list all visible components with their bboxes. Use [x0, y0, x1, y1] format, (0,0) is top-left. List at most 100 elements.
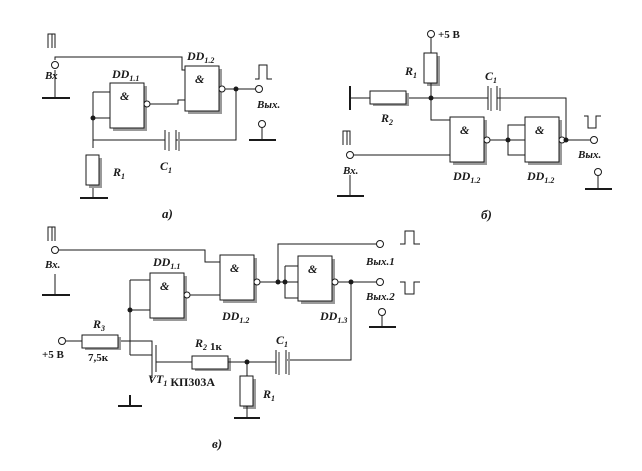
gate-dd12-right-symbol: & [535, 123, 545, 137]
resistor-r2-label: R2 [380, 111, 393, 127]
wire [129, 279, 150, 330]
gate-dd12-right-label: DD1.2 [526, 169, 554, 185]
resistor-r3-label: R3 [92, 317, 105, 333]
diagram-b-caption: б) [481, 207, 492, 222]
wire [284, 265, 298, 299]
gate-dd11-inverter-bubble [143, 100, 151, 108]
junction-dot [127, 307, 133, 313]
input-pulse-icon [47, 226, 56, 241]
junction-dot [244, 359, 250, 365]
resistor-r3 [81, 334, 119, 349]
output-pulse-icon [255, 64, 272, 80]
resistor-r2 [191, 355, 229, 370]
gate-dd11-label: DD1.1 [111, 67, 139, 83]
supply-terminal [427, 30, 435, 38]
output-ground-terminal [594, 168, 602, 176]
output-ground-terminal [258, 120, 266, 128]
capacitor-c1 [275, 350, 287, 374]
resistor-r2 [369, 90, 407, 105]
gate-dd11-symbol: & [160, 279, 170, 293]
output2-pulse-icon [400, 281, 420, 295]
gate-dd13-label: DD1.3 [319, 309, 347, 325]
capacitor-c1-label: C1 [485, 69, 497, 85]
junction-dot [282, 279, 288, 285]
gate-dd12-label: DD1.2 [186, 49, 214, 65]
resistor-r1-label: R1 [404, 64, 417, 80]
wire [150, 99, 185, 105]
output-label: Вых. [577, 149, 601, 161]
gate-dd12 [219, 254, 255, 301]
output-label: Вых. [256, 99, 280, 111]
diagram-a-caption: а) [162, 206, 173, 221]
wire [66, 340, 153, 345]
wire [497, 97, 567, 140]
capacitor-c1-label: C1 [160, 159, 172, 175]
output1-label: Вых.1 [365, 256, 395, 268]
ground [118, 395, 142, 407]
wire [287, 282, 352, 361]
resistor-r1 [423, 52, 438, 84]
diagram-b: +5 В R1 R2 C1 Вх. & DD1.2 [337, 29, 612, 222]
input-pulse-icon [47, 33, 56, 48]
diagram-a: & DD1.1 & DD1.2 R1 C1 Вх Вых. а) [42, 33, 280, 221]
output2-terminal [376, 278, 384, 286]
wire [54, 56, 185, 71]
gate-dd11-label: DD1.1 [152, 255, 180, 271]
diagram-c-caption: в) [212, 436, 222, 451]
supply-label: +5 В [438, 29, 461, 41]
transistor-vt1 [130, 345, 192, 372]
junction-dot [505, 137, 511, 143]
gate-dd12-label: DD1.2 [221, 309, 249, 325]
gate-dd12 [184, 65, 220, 112]
output-terminal [590, 136, 598, 144]
junction-dot [275, 279, 281, 285]
gate-dd12-symbol: & [230, 261, 240, 275]
gate-dd12-left-symbol: & [460, 123, 470, 137]
output-terminal [255, 85, 263, 93]
wire [59, 249, 220, 263]
input-terminal [51, 246, 59, 254]
gate-dd13-inverter-bubble [331, 278, 339, 286]
capacitor-c1-label: C1 [276, 333, 288, 349]
input-label: Вх. [44, 259, 60, 271]
output-pulse-icon [584, 115, 601, 129]
gate-dd12-symbol: & [195, 72, 205, 86]
gate-dd12-inverter-bubble [253, 278, 261, 286]
input-label: Вх. [342, 165, 358, 177]
gate-dd12-left-inverter-bubble [483, 136, 491, 144]
resistor-r1-label: R1 [262, 387, 275, 403]
gate-dd12-inverter-bubble [218, 85, 226, 93]
wire [277, 243, 376, 282]
resistor-r1 [239, 375, 254, 407]
diagram-c: Вх. & DD1.1 & DD1.2 & DD1.3 Вых.1 [42, 226, 420, 451]
output1-terminal [376, 240, 384, 248]
input-terminal [51, 61, 59, 69]
junction-dot [348, 279, 354, 285]
gate-dd12-left-label: DD1.2 [452, 169, 480, 185]
junction-dot [428, 95, 434, 101]
input-pulse-icon [342, 130, 351, 145]
wire [430, 83, 450, 121]
gate-dd11-symbol: & [120, 89, 130, 103]
output2-label: Вых.2 [365, 291, 395, 303]
gate-dd11-inverter-bubble [183, 291, 191, 299]
output-ground-terminal [378, 308, 386, 316]
resistor-r1 [85, 154, 100, 186]
gate-dd12-right [524, 116, 560, 163]
supply-terminal [58, 337, 66, 345]
supply-label: +5 В [42, 349, 65, 361]
input-terminal [346, 151, 354, 159]
input-label: Вх [44, 70, 58, 82]
gate-dd13 [297, 255, 333, 302]
output1-pulse-icon [400, 230, 420, 245]
junction-dot [563, 137, 569, 143]
resistor-r3-value: 7,5к [88, 352, 109, 364]
capacitor-c1 [164, 130, 177, 150]
capacitor-c1 [487, 86, 498, 110]
gate-dd12-left [449, 116, 485, 163]
junction-dot [90, 115, 96, 121]
wire [93, 89, 237, 141]
